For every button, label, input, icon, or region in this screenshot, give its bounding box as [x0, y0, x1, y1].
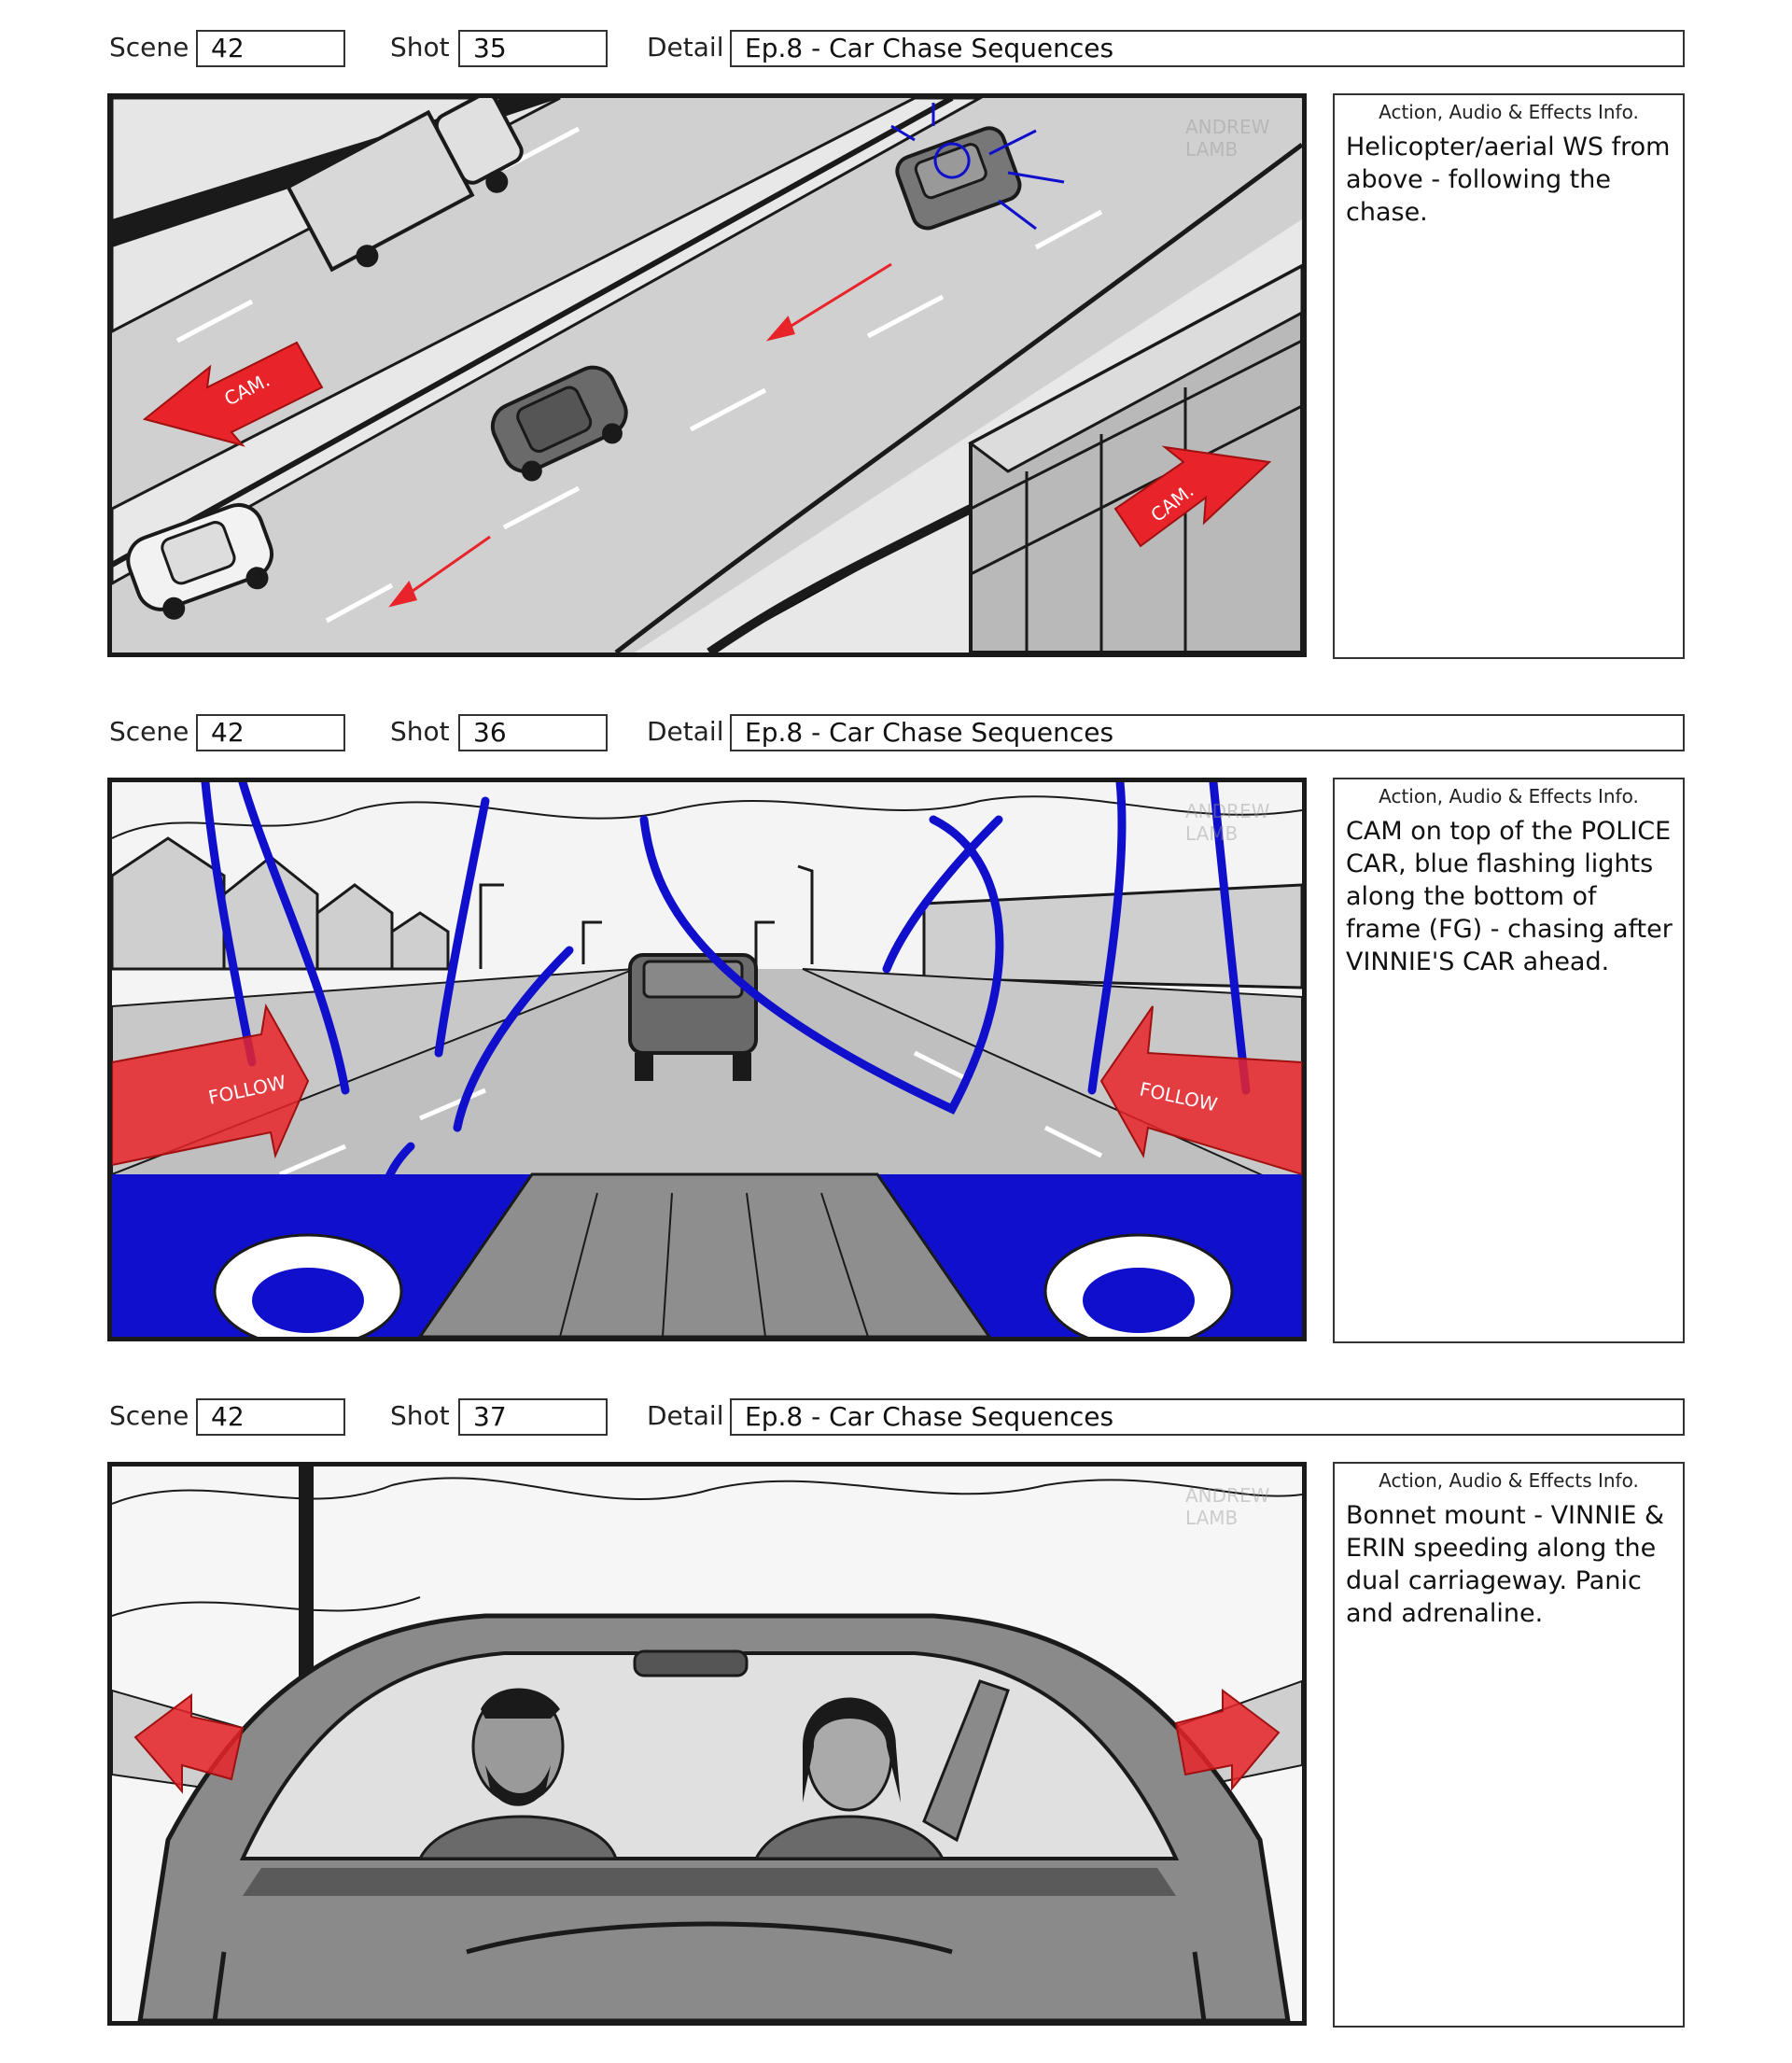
shot-field[interactable]: 37 — [458, 1398, 608, 1436]
watermark-line2: LAMB — [1185, 822, 1238, 845]
detail-field[interactable]: Ep.8 - Car Chase Sequences — [730, 1398, 1685, 1436]
shot-label: Shot — [390, 716, 450, 747]
action-notes-box: Action, Audio & Effects Info. Bonnet mou… — [1333, 1462, 1685, 2028]
watermark: ANDREW LAMB — [1185, 116, 1270, 161]
detail-label: Detail — [647, 1400, 724, 1431]
shot-field[interactable]: 35 — [458, 30, 608, 67]
watermark-line1: ANDREW — [1185, 1484, 1270, 1507]
watermark: ANDREW LAMB — [1185, 800, 1270, 845]
detail-field[interactable]: Ep.8 - Car Chase Sequences — [730, 30, 1685, 67]
notes-text: Bonnet mount - VINNIE & ERIN speeding al… — [1346, 1501, 1665, 1628]
follow-arrow-right: FOLLOW — [1099, 1005, 1302, 1176]
notes-text: CAM on top of the POLICE CAR, blue flash… — [1346, 817, 1673, 976]
shot-field[interactable]: 36 — [458, 714, 608, 751]
notes-text: Helicopter/aerial WS from above - follow… — [1346, 133, 1671, 227]
watermark: ANDREW LAMB — [1185, 1484, 1270, 1529]
passenger-erin — [753, 1679, 1010, 1860]
bonnet-mount-sketch: ANDREW LAMB — [112, 1467, 1302, 2021]
driver-vinnie — [417, 1688, 619, 1860]
scene-label: Scene — [109, 716, 189, 747]
scene-field[interactable]: 42 — [196, 30, 345, 67]
notes-header: Action, Audio & Effects Info. — [1379, 785, 1639, 807]
storyboard-row-3: Scene 42 Shot 37 Detail Ep.8 - Car Chase… — [0, 1368, 1792, 2063]
storyboard-panel-police-pov: FOLLOW FOLLOW ANDREW LAMB — [107, 778, 1307, 1341]
scene-label: Scene — [109, 1400, 189, 1431]
storyboard-row-1: Scene 42 Shot 35 Detail Ep.8 - Car Chase… — [0, 0, 1792, 695]
scene-label: Scene — [109, 32, 189, 63]
watermark-line1: ANDREW — [1185, 800, 1270, 822]
motion-arrow-left — [133, 1693, 245, 1794]
storyboard-row-2: Scene 42 Shot 36 Detail Ep.8 - Car Chase… — [0, 684, 1792, 1379]
action-notes-box: Action, Audio & Effects Info. CAM on top… — [1333, 778, 1685, 1343]
storyboard-panel-bonnet-mount: ANDREW LAMB — [107, 1462, 1307, 2026]
watermark-line1: ANDREW — [1185, 116, 1270, 138]
notes-header: Action, Audio & Effects Info. — [1379, 1469, 1639, 1492]
notes-header: Action, Audio & Effects Info. — [1379, 101, 1639, 123]
detail-field[interactable]: Ep.8 - Car Chase Sequences — [730, 714, 1685, 751]
shot-label: Shot — [390, 1400, 450, 1431]
motion-arrow-right — [1174, 1689, 1281, 1791]
scene-field[interactable]: 42 — [196, 1398, 345, 1436]
follow-arrow-left: FOLLOW — [112, 1003, 310, 1167]
watermark-line2: LAMB — [1185, 1507, 1238, 1529]
detail-label: Detail — [647, 716, 724, 747]
detail-label: Detail — [647, 32, 724, 63]
vinnie-car — [628, 953, 758, 1081]
scene-field[interactable]: 42 — [196, 714, 345, 751]
camera-arrow-right: CAM. — [1113, 445, 1272, 548]
shot-label: Shot — [390, 32, 450, 63]
watermark-line2: LAMB — [1185, 138, 1238, 161]
aerial-chase-sketch: CAM. CAM. ANDREW LAMB — [112, 98, 1302, 653]
action-notes-box: Action, Audio & Effects Info. Helicopter… — [1333, 93, 1685, 659]
storyboard-panel-aerial: CAM. CAM. ANDREW LAMB — [107, 93, 1307, 657]
police-car-pov-sketch: FOLLOW FOLLOW ANDREW LAMB — [112, 782, 1302, 1337]
camera-arrow-left: CAM. — [142, 341, 324, 447]
